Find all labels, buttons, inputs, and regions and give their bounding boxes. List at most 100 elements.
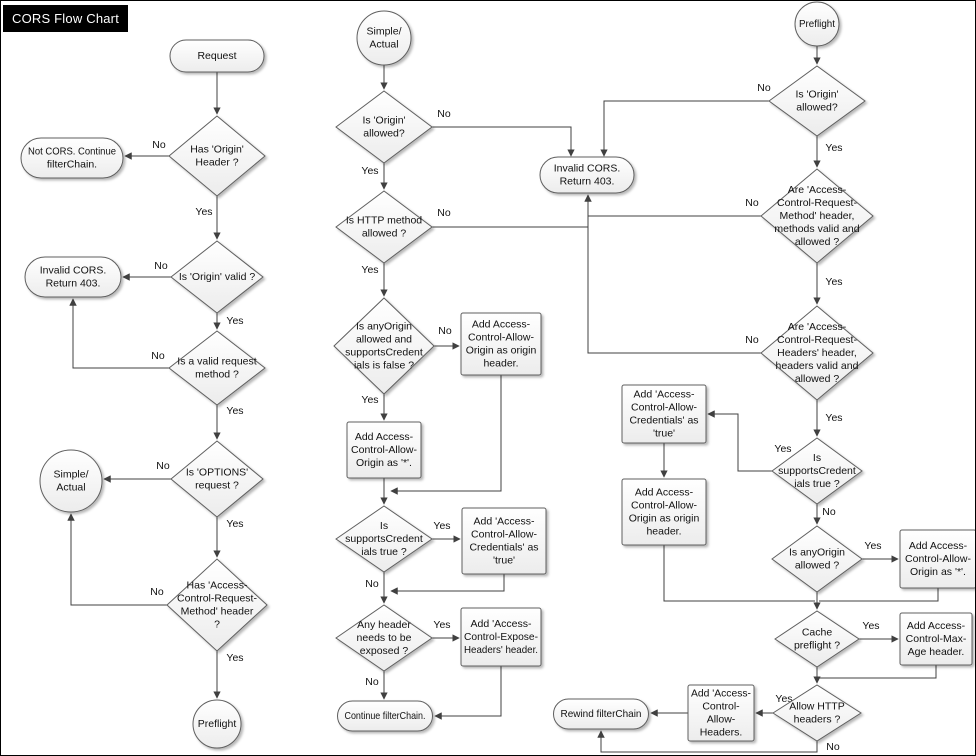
expose-header-decision-label: Any header [357, 619, 411, 631]
edge-label-m-origin-no-to-invalid: No [437, 108, 451, 120]
options-request-decision: Is 'OPTIONS'request ? [170, 440, 264, 518]
add-allow-headers-process-label: Control- [702, 701, 740, 713]
edge-label-r-origin-yes: Yes [825, 142, 842, 154]
acrm-valid-decision: Are 'Access-Control-Request-Method' head… [760, 168, 874, 264]
rewind-filterchain-terminator: Rewind filterChain [553, 698, 649, 730]
expose-header-decision-label: exposed ? [360, 645, 409, 657]
r-origin-allowed-decision-label: Is 'Origin' [795, 89, 838, 101]
edge-m-method-yes: Yes [360, 263, 388, 297]
add-origin-header-right-process: Add Access-Control-Allow-Origin as origi… [621, 478, 707, 546]
edge-label-valid-method-no: No [151, 350, 165, 362]
add-credentials-mid-process-label: Add 'Access- [474, 516, 535, 528]
edge-has-origin-yes: Yes [194, 196, 221, 240]
preflight-connector-left-label: Preflight [198, 718, 237, 730]
anyorigin-supports-decision-label: allowed and [356, 334, 412, 346]
edge-label-m-expose-yes: Yes [433, 619, 450, 631]
options-request-decision-label: request ? [195, 480, 239, 492]
anyorigin-supports-decision-shape [333, 297, 435, 395]
valid-method-decision-shape [168, 330, 266, 406]
has-origin-decision: Has 'Origin'Header ? [168, 115, 266, 197]
edge-has-acrm-yes: Yes [213, 651, 245, 699]
http-method-decision-label: allowed ? [362, 228, 407, 240]
origin-valid-decision-label: Is 'Origin' valid ? [179, 271, 256, 283]
r-origin-allowed-decision: Is 'Origin'allowed? [768, 65, 866, 137]
anyorigin-supports-decision-label: Is anyOrigin [356, 321, 412, 333]
options-request-decision-label: Is 'OPTIONS' [186, 467, 248, 479]
edge-label-acrm-no-to-trunk: No [745, 197, 759, 209]
has-acrm-decision: Has 'Access-Control-Request-Method' head… [166, 558, 268, 652]
connector-line [600, 100, 769, 157]
has-acrm-decision-label: ? [214, 619, 220, 631]
add-credentials-right-process: Add 'Access-Control-Allow-Credentials' a… [621, 384, 707, 444]
chart-title: CORS Flow Chart [3, 5, 129, 32]
add-maxage-process: Add Access-Control-Max-Age header. [899, 612, 973, 666]
allow-http-headers-decision-shape [772, 684, 862, 742]
simple-actual-connector-left-label: Simple/ [53, 469, 88, 481]
add-star-mid-process-label: Control-Allow- [351, 444, 417, 456]
edge-label-acrh-no-trunk-to-invalid: No [745, 334, 759, 346]
edge-label-acrh-yes: Yes [825, 412, 842, 424]
edge-m-add-cred-join [390, 574, 505, 595]
add-credentials-right-process-label: Credentials' as [629, 415, 698, 427]
acrm-valid-decision-label: Are 'Access- [788, 184, 847, 196]
connector-line [69, 298, 169, 369]
connector-line [434, 666, 502, 720]
not-cors-terminator-label: filterChain. [47, 159, 97, 171]
edge-options-no: No [103, 459, 171, 483]
edge-label-m-supports-yes: Yes [433, 520, 450, 532]
edge-m-add-expose-join [434, 666, 502, 720]
connector-line [819, 665, 937, 679]
edge-label-options-yes: Yes [226, 518, 243, 530]
connector-line [597, 730, 818, 753]
supports-cred-mid-decision-label: ials true ? [361, 546, 407, 558]
supports-cred-mid-decision-shape [335, 505, 433, 573]
add-credentials-right-process-label: 'true' [653, 428, 675, 440]
edge-r-supports-no: No [813, 504, 837, 525]
add-expose-headers-process: Add 'Access-Control-Expose-Headers' head… [460, 607, 542, 667]
anyorigin-right-decision-shape [771, 525, 863, 593]
supports-cred-mid-decision-label: supportsCredent [345, 533, 423, 545]
acrh-valid-decision-label: Control-Request- [777, 334, 857, 346]
add-credentials-right-process-label: Control-Allow- [631, 402, 697, 414]
preflight-connector-right-shape [794, 1, 840, 47]
edge-m-expose-yes: Yes [432, 618, 460, 642]
add-expose-headers-process-label: Control-Expose- [464, 631, 538, 643]
connector-line [390, 574, 505, 595]
edge-label-m-method-yes: Yes [361, 264, 378, 276]
edge-r-supports-yes: Yes [707, 410, 793, 472]
edge-label-has-acrm-yes: Yes [226, 652, 243, 664]
edge-label-has-origin-no: No [152, 139, 166, 151]
has-origin-decision-label: Header ? [195, 157, 238, 169]
simple-actual-connector-mid-label: Simple/ [366, 26, 401, 38]
invalid-cors-left-terminator-label: Invalid CORS. [40, 265, 107, 277]
edge-valid-method-no: No [69, 298, 169, 369]
invalid-cors-left-terminator-label: Return 403. [46, 278, 101, 290]
m-origin-allowed-decision: Is 'Origin'allowed? [335, 90, 433, 164]
edge-label-r-supports-yes: Yes [774, 443, 791, 455]
simple-actual-connector-left-label: Actual [56, 482, 85, 494]
http-method-decision-label: Is HTTP method [346, 215, 422, 227]
anyorigin-supports-decision-label: ials is false ? [354, 360, 414, 372]
m-origin-allowed-decision-label: allowed? [363, 128, 405, 140]
edge-label-r-origin-no-to-invalid: No [757, 82, 771, 94]
edge-label-acrm-yes: Yes [825, 276, 842, 288]
request-terminator-shape [169, 39, 265, 73]
edge-label-origin-valid-yes: Yes [226, 315, 243, 327]
add-origin-header-mid-process-label: Control-Allow- [468, 332, 534, 344]
add-origin-header-mid-process: Add Access-Control-Allow-Origin as origi… [460, 312, 542, 376]
add-credentials-mid-process-label: Control-Allow- [471, 529, 537, 541]
has-acrm-decision-shape [166, 558, 268, 652]
origin-valid-decision: Is 'Origin' valid ? [170, 240, 264, 314]
edge-origin-valid-no: No [122, 259, 171, 281]
r-origin-allowed-decision-label: allowed? [796, 102, 838, 114]
add-star-right-process-label: Add Access- [909, 540, 968, 552]
r-origin-allowed-decision-shape [768, 65, 866, 137]
edge-r-origin-no-to-invalid: No [600, 81, 772, 157]
add-credentials-mid-process-label: 'true' [493, 555, 515, 567]
